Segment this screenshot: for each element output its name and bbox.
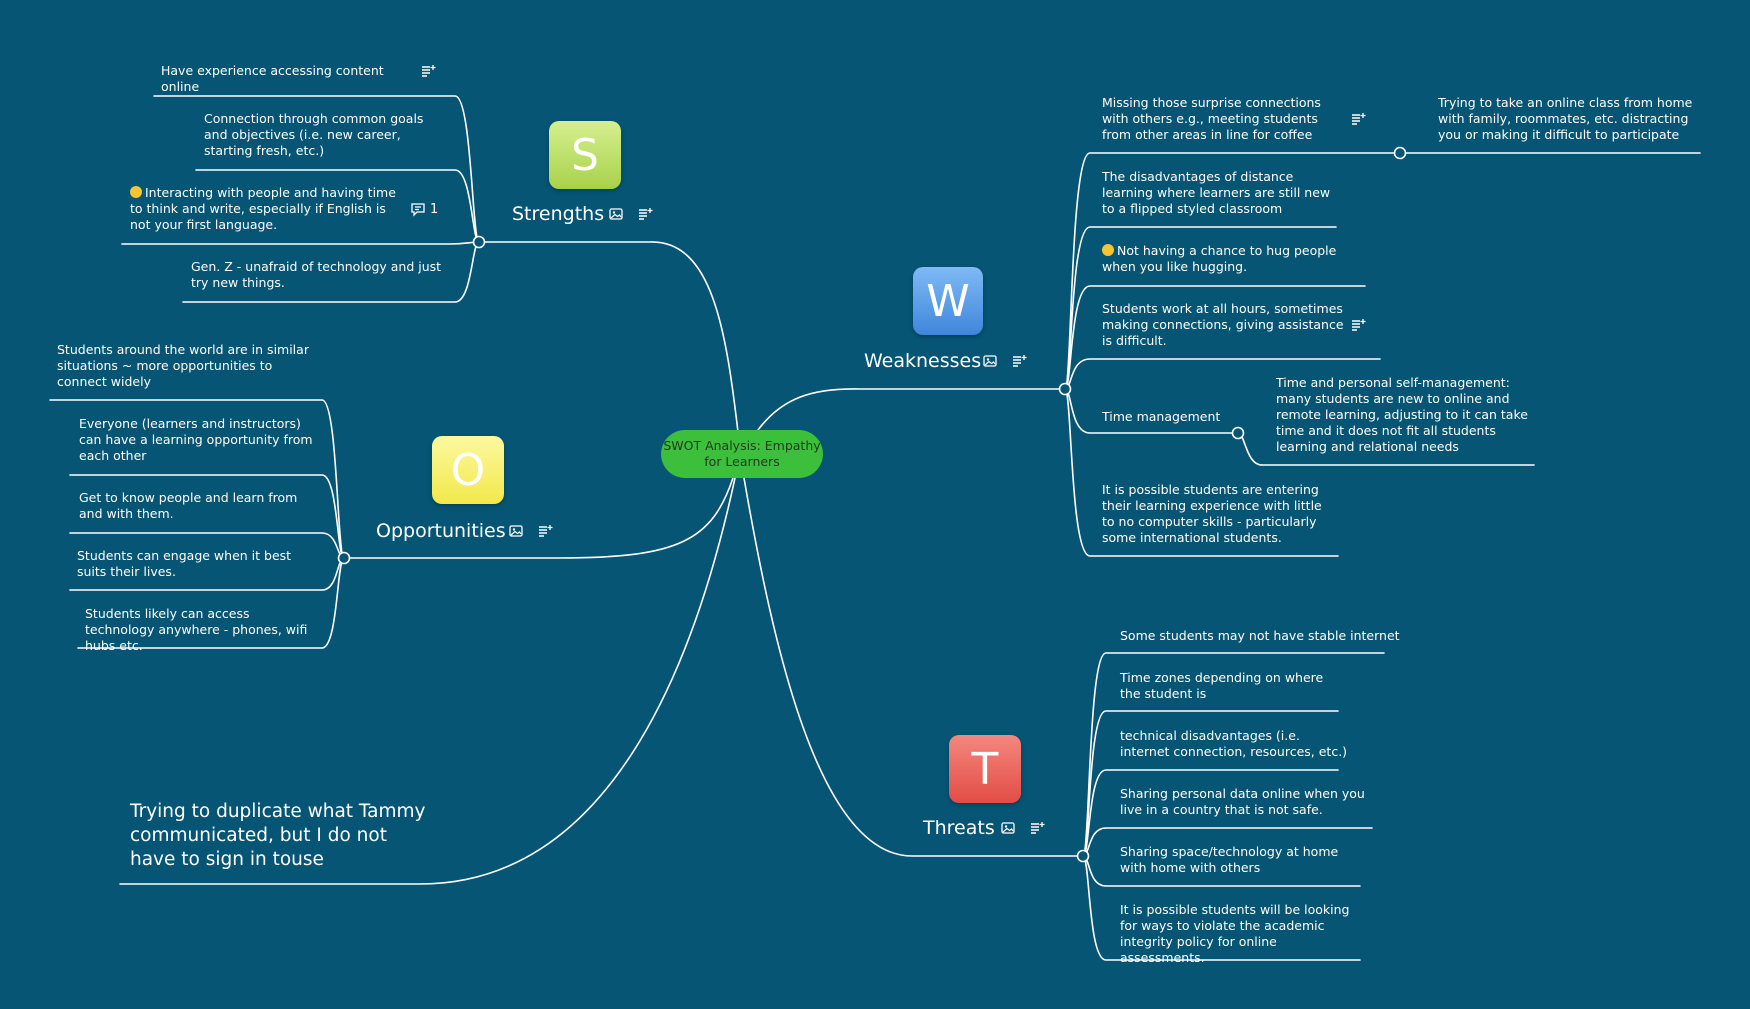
opportunity-item-text: Students likely can access technology an…: [85, 606, 308, 653]
weaknesses-tile-letter: W: [926, 275, 970, 327]
weakness-item-text: The disadvantages of distance learning w…: [1102, 169, 1331, 216]
threat-item-text: Sharing space/technology at home with ho…: [1120, 844, 1339, 875]
weakness-item[interactable]: Not having a chance to hug people when y…: [1102, 243, 1364, 275]
opportunities-label: Opportunities: [376, 520, 506, 542]
threat-item-text: technical disadvantages (i.e. internet c…: [1120, 728, 1348, 759]
strength-item[interactable]: Interacting with people and having time …: [130, 185, 408, 233]
collapse-knob-w1: [1393, 146, 1407, 160]
weakness-item-text: It is possible students are entering the…: [1102, 482, 1322, 545]
comment-indicator[interactable]: 1: [410, 201, 438, 217]
threats-tile[interactable]: T: [949, 735, 1021, 803]
threat-item[interactable]: Some students may not have stable intern…: [1120, 628, 1400, 644]
notes-icon[interactable]: [1350, 317, 1366, 333]
image-icon[interactable]: [1000, 820, 1016, 836]
weakness-item[interactable]: It is possible students are entering the…: [1102, 482, 1337, 546]
threat-item-text: It is possible students will be looking …: [1120, 902, 1350, 965]
opportunity-item[interactable]: Students can engage when it best suits t…: [77, 548, 317, 580]
edge-s3: [121, 241, 480, 245]
threat-item[interactable]: Sharing space/technology at home with ho…: [1120, 844, 1355, 876]
opportunities-tile-letter: O: [450, 444, 486, 496]
notes-icon[interactable]: [420, 63, 436, 79]
edge-central-note: [119, 477, 736, 885]
threat-item-text: Some students may not have stable intern…: [1120, 628, 1400, 643]
weakness-item-text: Students work at all hours, sometimes ma…: [1102, 301, 1344, 348]
floating-note[interactable]: Trying to duplicate what Tammy communica…: [130, 800, 430, 872]
image-icon[interactable]: [982, 353, 998, 369]
threat-item[interactable]: technical disadvantages (i.e. internet c…: [1120, 728, 1348, 760]
threat-item-text: Sharing personal data online when you li…: [1120, 786, 1365, 817]
central-topic-label: SWOT Analysis: Empathy for Learners: [663, 438, 821, 469]
strength-item-text: Gen. Z - unafraid of technology and just…: [191, 259, 442, 290]
edge-central-weaknesses: [757, 388, 1066, 431]
opportunity-item[interactable]: Students around the world are in similar…: [57, 342, 322, 390]
opportunity-item-text: Students can engage when it best suits t…: [77, 548, 292, 579]
opportunities-topic[interactable]: Opportunities: [376, 519, 506, 543]
weakness-item-text: Time management: [1102, 409, 1221, 424]
collapse-knob-opportunities: [337, 551, 351, 565]
central-topic[interactable]: SWOT Analysis: Empathy for Learners: [661, 430, 823, 478]
threat-item[interactable]: Sharing personal data online when you li…: [1120, 786, 1375, 818]
opportunities-tile[interactable]: O: [432, 436, 504, 504]
weakness-item-text: Missing those surprise connections with …: [1102, 95, 1321, 142]
weakness-item[interactable]: The disadvantages of distance learning w…: [1102, 169, 1337, 217]
notes-icon[interactable]: [1350, 111, 1366, 127]
notes-icon[interactable]: [637, 206, 653, 222]
threats-topic[interactable]: Threats: [923, 816, 995, 840]
weakness-subitem[interactable]: Time and personal self-management: many …: [1276, 375, 1531, 455]
strength-item-text: Connection through common goals and obje…: [204, 111, 424, 158]
strength-item-text: Interacting with people and having time …: [130, 185, 396, 232]
opportunity-item-text: Students around the world are in similar…: [57, 342, 309, 389]
threat-item[interactable]: It is possible students will be looking …: [1120, 902, 1355, 966]
opportunity-item[interactable]: Students likely can access technology an…: [85, 606, 315, 654]
weaknesses-tile[interactable]: W: [913, 267, 983, 335]
strengths-tile[interactable]: S: [549, 121, 621, 189]
threat-item-text: Time zones depending on where the studen…: [1120, 670, 1324, 701]
edge-central-strengths: [479, 241, 739, 433]
notes-icon[interactable]: [1029, 820, 1045, 836]
notes-icon[interactable]: [1011, 353, 1027, 369]
strength-item[interactable]: Connection through common goals and obje…: [204, 111, 449, 159]
weakness-subitem[interactable]: Trying to take an online class from home…: [1438, 95, 1700, 143]
threat-item[interactable]: Time zones depending on where the studen…: [1120, 670, 1345, 702]
strength-item[interactable]: Have experience accessing content online: [161, 63, 421, 95]
threats-tile-letter: T: [971, 743, 999, 795]
weakness-item[interactable]: Students work at all hours, sometimes ma…: [1102, 301, 1347, 349]
collapse-knob-strengths: [472, 235, 486, 249]
collapse-knob-weaknesses: [1058, 382, 1072, 396]
edge-central-threats: [743, 477, 1084, 857]
weakness-subitem-text: Time and personal self-management: many …: [1276, 375, 1528, 454]
weaknesses-topic[interactable]: Weaknesses: [864, 349, 981, 373]
opportunity-item-text: Everyone (learners and instructors) can …: [79, 416, 313, 463]
weaknesses-label: Weaknesses: [864, 350, 982, 372]
edge-s1: [153, 95, 480, 243]
collapse-knob-w5: [1231, 426, 1245, 440]
strengths-topic[interactable]: Strengths: [512, 202, 604, 226]
strengths-label: Strengths: [512, 203, 605, 225]
floating-note-text: Trying to duplicate what Tammy communica…: [130, 801, 426, 870]
opportunity-item[interactable]: Get to know people and learn from and wi…: [79, 490, 314, 522]
smiley-emoji-icon: [1102, 244, 1114, 256]
smiley-emoji-icon: [130, 186, 142, 198]
opportunity-item-text: Get to know people and learn from and wi…: [79, 490, 298, 521]
strengths-tile-letter: S: [571, 129, 599, 181]
weakness-subitem-text: Trying to take an online class from home…: [1438, 95, 1693, 142]
edge-w6: [1064, 388, 1339, 557]
strength-item[interactable]: Gen. Z - unafraid of technology and just…: [191, 259, 456, 291]
image-icon[interactable]: [508, 523, 524, 539]
comment-count: 1: [430, 201, 439, 217]
opportunity-item[interactable]: Everyone (learners and instructors) can …: [79, 416, 314, 464]
collapse-knob-threats: [1076, 849, 1090, 863]
image-icon[interactable]: [608, 206, 624, 222]
weakness-item[interactable]: Time management: [1102, 409, 1232, 425]
notes-icon[interactable]: [537, 523, 553, 539]
strength-item-text: Have experience accessing content online: [161, 63, 384, 94]
comment-icon: [410, 201, 426, 217]
threats-label: Threats: [923, 817, 995, 839]
edge-central-opportunities: [343, 477, 734, 559]
weakness-item-text: Not having a chance to hug people when y…: [1102, 243, 1337, 274]
weakness-item[interactable]: Missing those surprise connections with …: [1102, 95, 1347, 143]
